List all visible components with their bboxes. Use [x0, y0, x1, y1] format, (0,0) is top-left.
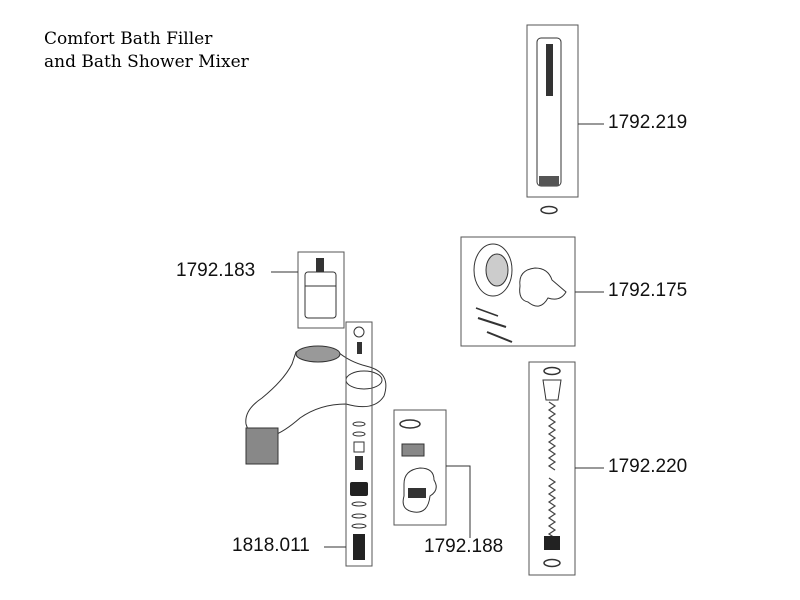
diverter-oring-3: [351, 501, 367, 507]
bracket-plug: [475, 307, 499, 317]
diverter-oring-2: [352, 431, 366, 437]
diverter-assembly-box: [345, 321, 373, 567]
hand-shower-grip: [546, 44, 553, 96]
hand-shower-connector: [539, 176, 559, 186]
hose-lower-section: [547, 477, 557, 539]
cartridge-body: [304, 271, 337, 319]
mixer-cartridge-seat: [295, 345, 341, 363]
diverter-cap: [353, 326, 365, 338]
part-label-diverter-knob: 1792.188: [424, 536, 504, 557]
title-line-2: and Bath Shower Mixer: [44, 52, 249, 72]
bracket-holder: [519, 267, 567, 307]
mixer-outlet: [245, 427, 279, 465]
diagram-title: Comfort Bath Filler and Bath Shower Mixe…: [44, 28, 249, 74]
hand-shower-washer: [540, 205, 558, 215]
part-label-shower-hose: 1792.220: [608, 456, 688, 477]
bracket-screw-2: [486, 331, 513, 343]
wall-bracket-group: [460, 236, 604, 347]
part-label-hand-shower: 1792.219: [608, 112, 688, 133]
mixer-body-group: [245, 345, 387, 465]
title-line-1: Comfort Bath Filler: [44, 29, 213, 49]
bracket-base-inner: [485, 253, 509, 287]
knob-ring: [399, 419, 421, 429]
bracket-screw-1: [477, 317, 507, 328]
cartridge-spindle: [316, 258, 324, 272]
hose-nut-bottom: [544, 536, 560, 550]
diverter-spring: [353, 534, 365, 560]
knob-insert: [401, 443, 425, 457]
hose-upper-section: [547, 401, 557, 471]
hose-nut-top: [542, 379, 562, 401]
hand-shower-box: [526, 24, 579, 198]
diverter-pin: [357, 342, 362, 354]
diverter-oring-1: [352, 421, 366, 427]
cartridge-box: [297, 251, 345, 329]
diverter-assembly-group: [324, 321, 373, 567]
hose-washer-top: [543, 366, 561, 376]
diverter-knob-box: [393, 409, 447, 526]
part-label-diverter-assembly: 1818.011: [232, 535, 310, 556]
cartridge-group: [271, 251, 345, 329]
part-label-cartridge: 1792.183: [176, 260, 256, 281]
diverter-knob-group: [393, 409, 471, 538]
diverter-oring-4: [351, 513, 367, 519]
hand-shower-group: [526, 24, 604, 215]
leader-1792-188: [446, 465, 471, 538]
diverter-oring-5: [351, 523, 367, 529]
hose-washer-bottom: [543, 558, 561, 568]
knob-label-plate: [408, 488, 426, 498]
shower-hose-group: [528, 361, 604, 576]
part-label-wall-bracket: 1792.175: [608, 280, 688, 301]
mixer-body: [245, 346, 387, 438]
mixer-diverter-seat: [345, 370, 383, 390]
diverter-stem: [355, 456, 363, 470]
diverter-sleeve: [353, 441, 365, 453]
diverter-body: [350, 482, 368, 496]
